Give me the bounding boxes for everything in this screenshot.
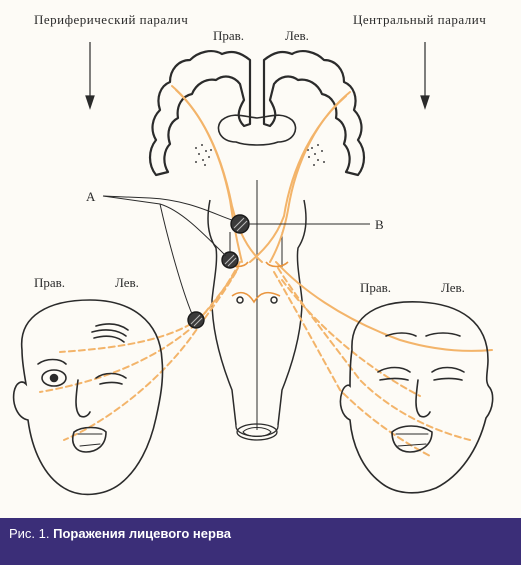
label-brain-left: Лев. [285, 28, 309, 43]
face-peripheral-paralysis [12, 299, 164, 496]
lesion-marker-hatch [190, 217, 248, 327]
nerve-pathways [39, 85, 493, 457]
label-central: Центральный паралич [353, 12, 486, 27]
face-right-right-label: Прав. [360, 280, 391, 295]
brainstem [207, 180, 307, 441]
arrow-down-right-icon [420, 42, 430, 110]
face-left-left-label: Лев. [115, 275, 139, 290]
thalamus-stipple [195, 144, 325, 166]
facial-nerve-diagram: Периферический паралич Центральный парал… [12, 12, 494, 496]
face-central-paralysis [339, 301, 494, 494]
face-right-left-label: Лев. [441, 280, 465, 295]
marker-a-label: А [86, 189, 96, 204]
figure-caption: Рис. 1. Поражения лицевого нерва [0, 518, 521, 565]
marker-b-label: В [375, 217, 384, 232]
caption-number: Рис. 1. [9, 526, 50, 541]
leader-lines [102, 195, 370, 315]
lesion-markers [187, 214, 250, 329]
face-left-right-label: Прав. [34, 275, 65, 290]
label-brain-right: Прав. [213, 28, 244, 43]
arrow-down-left-icon [85, 42, 95, 110]
label-peripheral: Периферический паралич [34, 12, 188, 27]
caption-title: Поражения лицевого нерва [53, 526, 231, 541]
brain-section [148, 50, 366, 177]
